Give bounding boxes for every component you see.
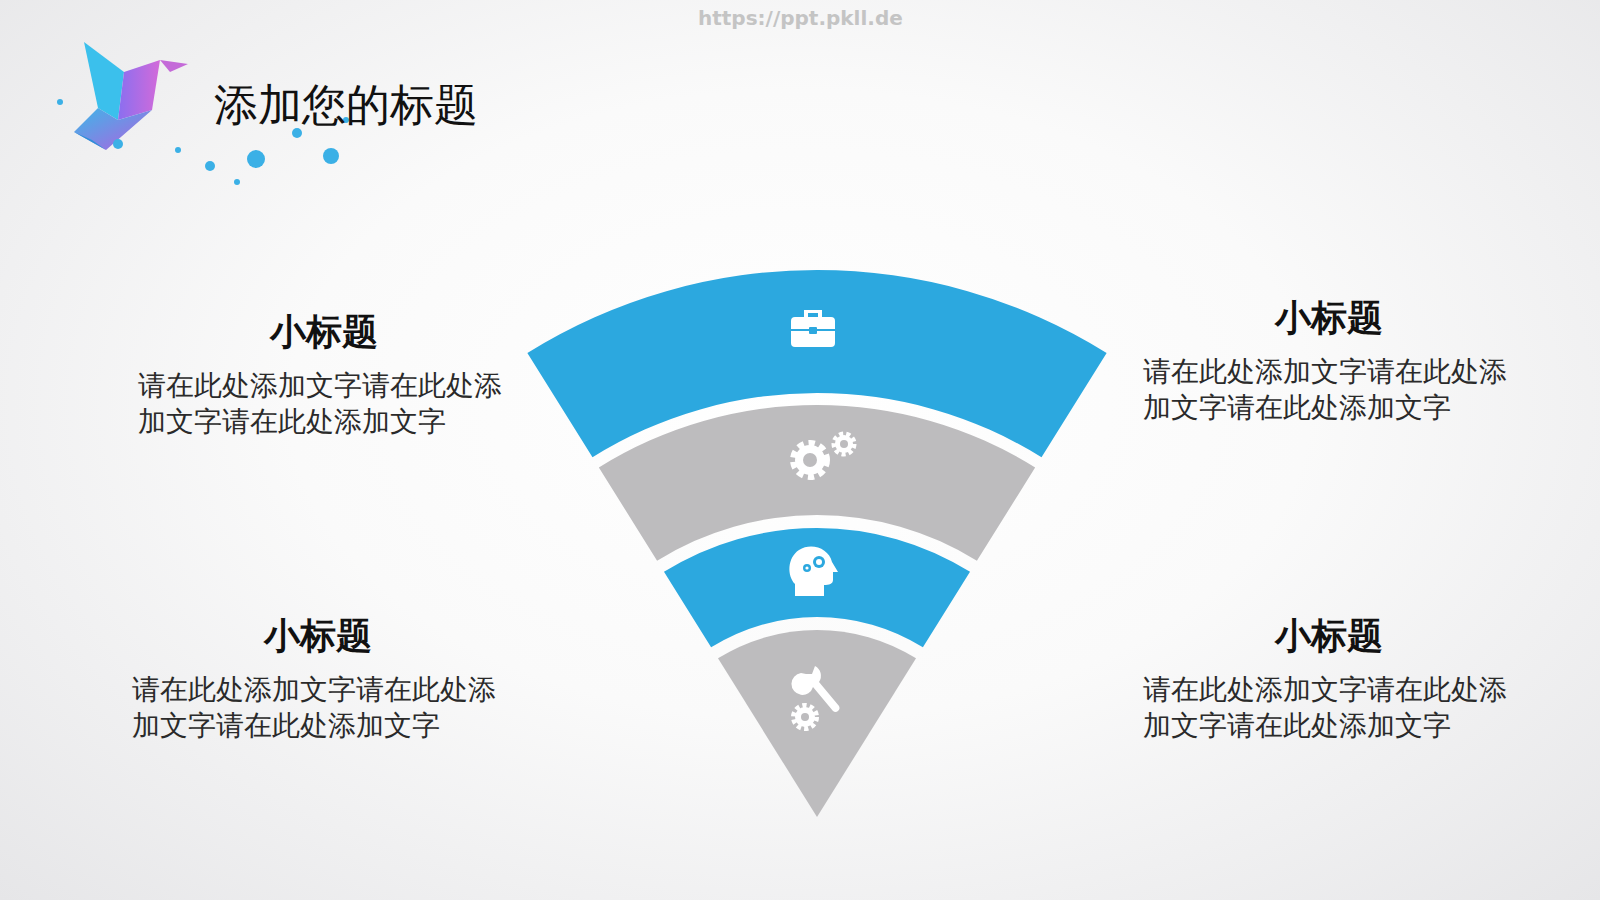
gears-icon bbox=[794, 434, 854, 476]
briefcase-icon bbox=[791, 310, 835, 347]
subheading: 小标题 bbox=[138, 308, 510, 357]
head-icon bbox=[789, 546, 838, 596]
wrench-gear-icon bbox=[791, 666, 839, 728]
body-text: 请在此处添加文字请在此处添加文字请在此处添加文字 bbox=[1143, 672, 1515, 744]
funnel-band bbox=[664, 528, 970, 647]
subheading: 小标题 bbox=[132, 612, 504, 661]
funnel-band bbox=[718, 630, 916, 817]
body-text: 请在此处添加文字请在此处添加文字请在此处添加文字 bbox=[138, 368, 510, 440]
watermark: https://ppt.pkll.de bbox=[698, 6, 903, 30]
slide-title: 添加您的标题 bbox=[214, 76, 478, 135]
body-text: 请在此处添加文字请在此处添加文字请在此处添加文字 bbox=[132, 672, 504, 744]
band-icons bbox=[789, 310, 854, 728]
body-text: 请在此处添加文字请在此处添加文字请在此处添加文字 bbox=[1143, 354, 1515, 426]
subheading: 小标题 bbox=[1143, 612, 1515, 661]
subheading: 小标题 bbox=[1143, 294, 1515, 343]
